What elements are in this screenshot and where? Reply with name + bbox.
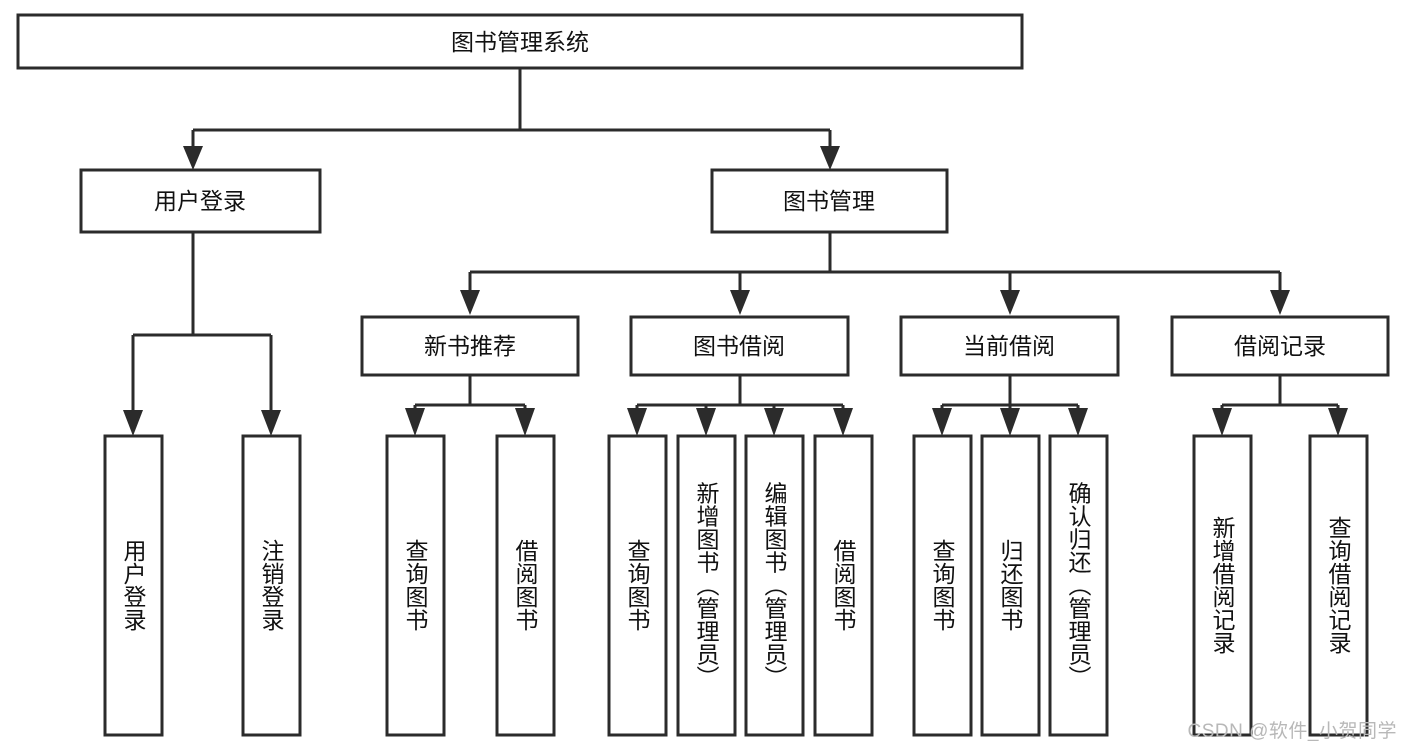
arrow-head-icon	[1328, 408, 1348, 436]
node-borrow-record[interactable]: 借阅记录	[1170, 315, 1390, 377]
arrow-head-icon	[183, 146, 203, 170]
leaf-label: 编辑图书（管理员）	[761, 482, 788, 689]
leaf-node-user-login-logout[interactable]: 注销登录	[241, 434, 302, 737]
node-borrow-record-box	[1170, 315, 1390, 377]
node-book-management[interactable]: 图书管理	[710, 168, 949, 234]
connector-group-new-book	[405, 375, 535, 436]
leaf-label: 确认归还（管理员）	[1065, 482, 1092, 689]
arrow-head-icon	[1212, 408, 1232, 436]
arrow-head-icon	[1270, 290, 1290, 315]
arrow-head-icon	[1000, 408, 1020, 436]
node-book-management-box	[710, 168, 949, 234]
leaf-box	[1048, 434, 1109, 737]
leaf-label: 新增借阅记录	[1209, 516, 1236, 654]
arrow-head-icon	[1000, 290, 1020, 315]
leaf-node-record-query[interactable]: 查询借阅记录	[1308, 434, 1369, 737]
arrow-head-icon	[515, 408, 535, 436]
leaf-node-newbook-borrow[interactable]: 借阅图书	[495, 434, 556, 737]
connector-group-root	[183, 68, 840, 170]
leaf-node-user-login-login[interactable]: 用户登录	[103, 434, 164, 737]
arrow-head-icon	[833, 408, 853, 436]
leaf-box	[241, 434, 302, 737]
connector-group-current-borrow	[932, 375, 1088, 436]
node-new-book-recommend-label: 新书推荐	[424, 333, 516, 359]
leaf-label: 查询图书	[402, 539, 429, 631]
connector-group-book-borrow	[627, 375, 853, 436]
leaf-label: 新增图书（管理员）	[693, 482, 720, 689]
leaf-box	[912, 434, 973, 737]
leaf-node-currentborrow-query[interactable]: 查询图书	[912, 434, 973, 737]
node-user-login-label: 用户登录	[154, 188, 246, 214]
node-user-login-box	[79, 168, 322, 234]
leaf-label: 用户登录	[120, 539, 147, 631]
arrow-head-icon	[123, 410, 143, 436]
node-current-borrow-label: 当前借阅	[963, 333, 1055, 359]
arrow-head-icon	[932, 408, 952, 436]
leaf-label: 查询借阅记录	[1325, 516, 1352, 654]
leaf-box	[385, 434, 446, 737]
leaf-box	[607, 434, 668, 737]
node-root-box	[16, 13, 1024, 70]
leaf-box	[676, 434, 737, 737]
leaf-node-currentborrow-return[interactable]: 归还图书	[980, 434, 1041, 737]
node-book-borrow[interactable]: 图书借阅	[629, 315, 850, 377]
node-root-label: 图书管理系统	[451, 29, 589, 55]
leaf-box	[495, 434, 556, 737]
leaf-label: 查询图书	[624, 539, 651, 631]
node-book-borrow-box	[629, 315, 850, 377]
node-new-book-recommend-box	[360, 315, 580, 377]
leaf-label: 注销登录	[258, 539, 285, 631]
node-new-book-recommend[interactable]: 新书推荐	[360, 315, 580, 377]
leaf-label: 归还图书	[997, 539, 1024, 631]
leaf-node-bookborrow-add[interactable]: 新增图书（管理员）	[676, 434, 737, 737]
node-current-borrow[interactable]: 当前借阅	[899, 315, 1120, 377]
leaf-label: 借阅图书	[830, 539, 857, 631]
connector-group-book-management	[460, 232, 1290, 315]
node-root[interactable]: 图书管理系统	[16, 13, 1024, 70]
leaf-label: 借阅图书	[512, 539, 539, 631]
arrow-head-icon	[627, 408, 647, 436]
arrow-head-icon	[1068, 408, 1088, 436]
arrow-head-icon	[405, 408, 425, 436]
leaf-box	[813, 434, 874, 737]
node-current-borrow-box	[899, 315, 1120, 377]
leaf-box	[980, 434, 1041, 737]
leaf-label: 查询图书	[929, 539, 956, 631]
arrow-head-icon	[820, 146, 840, 170]
leaf-box	[1308, 434, 1369, 737]
arrow-head-icon	[696, 408, 716, 436]
leaf-node-bookborrow-query[interactable]: 查询图书	[607, 434, 668, 737]
connector-group-user-login	[123, 232, 281, 436]
leaf-box	[1192, 434, 1253, 737]
node-book-borrow-label: 图书借阅	[693, 333, 785, 359]
leaf-box	[744, 434, 805, 737]
leaf-node-currentborrow-confirm[interactable]: 确认归还（管理员）	[1048, 434, 1109, 737]
arrow-head-icon	[730, 290, 750, 315]
leaf-box	[103, 434, 164, 737]
arrow-head-icon	[460, 290, 480, 315]
leaf-node-record-add[interactable]: 新增借阅记录	[1192, 434, 1253, 737]
node-borrow-record-label: 借阅记录	[1234, 333, 1326, 359]
arrow-head-icon	[261, 410, 281, 436]
leaf-node-bookborrow-borrow[interactable]: 借阅图书	[813, 434, 874, 737]
arrow-head-icon	[764, 408, 784, 436]
leaf-node-newbook-query[interactable]: 查询图书	[385, 434, 446, 737]
leaf-node-bookborrow-edit[interactable]: 编辑图书（管理员）	[744, 434, 805, 737]
node-user-login[interactable]: 用户登录	[79, 168, 322, 234]
node-book-management-label: 图书管理	[783, 188, 875, 214]
connector-group-borrow-record	[1212, 375, 1348, 436]
